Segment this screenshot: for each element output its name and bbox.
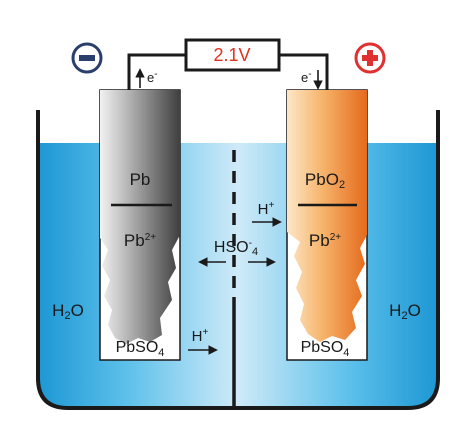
cathode-oxide-label: PbO2 [305,170,345,191]
water-label-left: H2O [52,301,84,322]
proton-label-upper: H+ [258,200,275,218]
cell-container [36,110,440,410]
voltage-label: 2.1V [213,45,250,65]
cathode-ion-label: Pb2+ [309,231,341,250]
anode-ion-label: Pb2+ [124,231,156,250]
external-wire-right [279,53,329,90]
proton-label-lower: H+ [192,327,209,345]
voltage-box [184,38,281,72]
water-label-right: H2O [389,301,421,322]
electrolyte [38,143,438,408]
anode-deposit-label: PbSO4 [116,339,165,359]
external-wire [127,53,186,90]
cathode-oxide-plate [287,90,367,342]
electron-label-left: e- [147,69,158,85]
cathode-deposit-label: PbSO4 [301,339,350,359]
positive-terminal-bar-v [367,50,373,66]
anode-lead-plate [100,90,180,344]
bisulfate-label: HSO-4 [214,238,258,258]
electron-label-right: e- [301,69,312,85]
anode-metal-label: Pb [130,170,151,189]
negative-terminal-bar [79,55,95,61]
